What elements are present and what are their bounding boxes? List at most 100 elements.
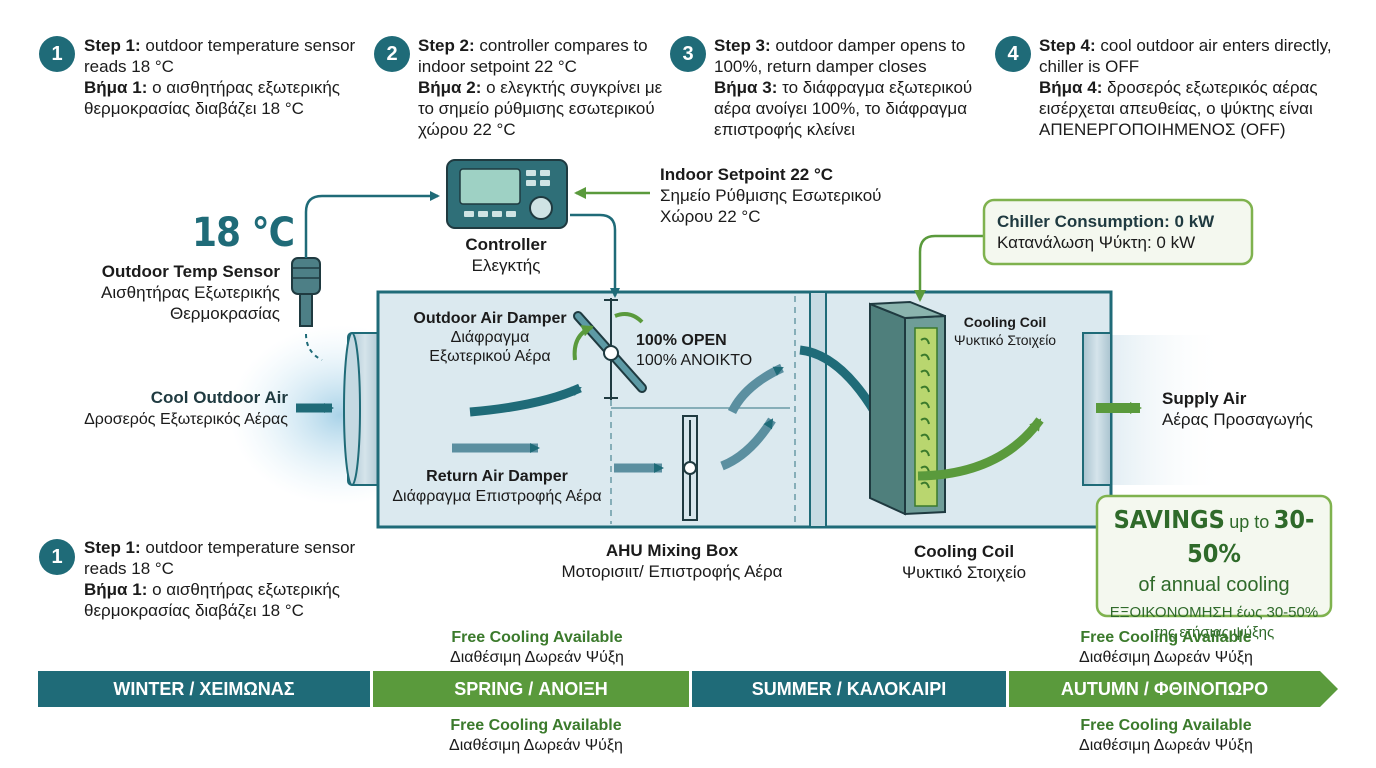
outdoor-damper-status-en: 100% OPEN [636,332,727,349]
controller-to-damper-line [570,213,620,298]
step-bottom-gr-title: Βήμα 1: [84,580,148,599]
savings-mid: up to [1229,512,1270,532]
cooling-coil-graphic [869,300,946,516]
step-1-title: Step 1: [84,36,141,55]
step-1-text: Step 1: outdoor temperature sensor reads… [84,35,374,119]
chiller-arrow [914,234,985,302]
free-cooling-autumn-bottom-gr: Διαθέσιμη Δωρεάν Ψύξη [1079,737,1253,754]
step-4-gr-title: Βήμα 4: [1039,78,1103,97]
season-spring: SPRING / ΑΝΟΙΞΗ [454,678,608,699]
outdoor-air-flow-arrow [469,383,582,417]
savings-text: SAVINGS up to 30-50% of annual cooling Ε… [1097,505,1331,642]
supply-air-label-en: Supply Air [1162,389,1247,408]
savings-box [1095,494,1333,618]
step-2-desc: controller compares to indoor setpoint 2… [418,36,648,76]
season-bg-winter [38,671,370,707]
step-3-badge: 3 [670,36,706,72]
mixing-box-label-gr: Μοτορισιιτ/ Επιστροφής Αέρα [561,562,783,581]
outdoor-air-label-en: Cool Outdoor Air [150,388,288,407]
step-2-text: Step 2: controller compares to indoor se… [418,35,670,140]
step-2-title: Step 2: [418,36,475,55]
savings-headline: SAVINGS up to 30-50% [1097,505,1331,573]
step-bottom-desc: outdoor temperature sensor reads 18 °C [84,538,356,578]
return-damper-label-en: Return Air Damper [426,468,568,485]
season-winter: WINTER / ΧΕΙΜΩΝΑΣ [113,678,295,699]
mixing-box-label-en: AHU Mixing Box [605,541,739,560]
chiller-label-gr: Κατανάλωση Ψύκτη: 0 kW [997,233,1196,252]
outdoor-damper-status: 100% OPEN 100% ΑΝΟΙΚΤΟ [636,331,796,371]
step-4-gr-desc: δροσερός εξωτερικός αέρας εισέρχεται απε… [1039,78,1318,139]
cooling-coil-inner-label-gr: Ψυκτικό Στοιχείο [953,332,1057,348]
free-cooling-spring-bottom-gr: Διαθέσιμη Δωρεάν Ψύξη [449,737,623,754]
cooling-coil-label-gr: Ψυκτικό Στοιχείο [901,563,1027,582]
savings-word: SAVINGS [1113,505,1225,534]
setpoint-label-gr: Σημείο Ρύθμισης Εσωτερικού Χώρου 22 °C [660,186,882,226]
outdoor-air-label-gr: Δροσερός Εξωτερικός Αέρας [84,411,288,428]
free-cooling-autumn-top: Free Cooling Available Διαθέσιμη Δωρεάν … [1030,628,1302,668]
step-3-gr-desc: το διάφραγμα εξωτερικού αέρα ανοίγει 100… [714,78,973,139]
setpoint-label: Indoor Setpoint 22 °C Σημείο Ρύθμισης Εσ… [660,164,920,227]
cooling-coil-inner-label: Cooling Coil Ψυκτικό Στοιχείο [946,313,1064,349]
step-3-gr-title: Βήμα 3: [714,78,778,97]
savings-line2: of annual cooling [1138,574,1290,596]
sensor-label: Outdoor Temp Sensor Αισθητήρας Εξωτερική… [40,261,280,324]
sensor-to-controller-line [304,191,440,258]
step-bottom-title: Step 1: [84,538,141,557]
step-4-text: Step 4: cool outdoor air enters directly… [1039,35,1357,140]
controller-label-en: Controller [465,235,547,254]
free-cooling-spring-top-gr: Διαθέσιμη Δωρεάν Ψύξη [450,649,624,666]
sensor-label-en: Outdoor Temp Sensor [101,262,280,281]
savings-gr2: της ετήσιας ψύξης [1153,624,1275,641]
free-cooling-spring-top-en: Free Cooling Available [451,629,623,646]
controller-graphic [446,159,568,229]
savings-gr1: ΕΞΟΙΚΟΝΟΜΗΣΗ έως 30-50% [1109,604,1319,621]
season-summer: SUMMER / ΚΑΛΟΚΑΙΡΙ [751,678,947,699]
controller-label: Controller Ελεγκτής [436,234,576,276]
step-1-desc: outdoor temperature sensor reads 18 °C [84,36,356,76]
mixed-air-arrow-2 [720,417,776,471]
cooling-coil-label: Cooling Coil Ψυκτικό Στοιχείο [880,541,1048,583]
mixing-box-label: AHU Mixing Box Μοτορισιιτ/ Επιστροφής Αέ… [540,540,804,582]
chiller-label: Chiller Consumption: 0 kW Κατανάλωση Ψύκ… [997,211,1247,253]
free-cooling-autumn-bottom-en: Free Cooling Available [1080,717,1252,734]
outdoor-damper-graphic [572,298,647,400]
setpoint-label-en: Indoor Setpoint 22 °C [660,165,834,184]
season-bg-spring [373,671,689,707]
step-2-gr-title: Βήμα 2: [418,78,482,97]
outdoor-temp-sensor-graphic [291,257,323,361]
step-4-title: Step 4: [1039,36,1096,55]
section-divider [809,291,827,528]
season-autumn: AUTUMN / ΦΘΙΝΟΠΩΡΟ [1060,678,1269,699]
coil-to-supply-arrow [917,417,1044,481]
outdoor-damper-label-en: Outdoor Air Damper [413,310,567,327]
step-3-text: Step 3: outdoor damper opens to 100%, re… [714,35,994,140]
return-damper-label: Return Air Damper Διάφραγμα Επιστροφής Α… [386,467,608,507]
step-bottom-text: Step 1: outdoor temperature sensor reads… [84,537,384,621]
outdoor-damper-label: Outdoor Air Damper Διάφραγμα Εξωτερικού … [408,309,572,366]
step-2-gr-desc: ο ελεγκτής συγκρίνει με το σημείο ρύθμισ… [418,78,663,139]
season-bg-autumn [1009,671,1338,707]
step-bottom-badge: 1 [39,539,75,575]
mixed-air-arrow-3 [727,363,784,415]
supply-air-label-gr: Αέρας Προσαγωγής [1162,410,1313,429]
step-1-gr-desc: ο αισθητήρας εξωτερικής θερμοκρασίας δια… [84,78,340,118]
return-damper-label-gr: Διάφραγμα Επιστροφής Αέρα [392,488,602,505]
free-cooling-autumn-top-en: Free Cooling Available [1080,629,1252,646]
savings-pct: 30-50% [1187,505,1315,568]
step-3-desc: outdoor damper opens to 100%, return dam… [714,36,966,76]
sensor-temp-readout: 18 °C [192,210,295,256]
step-4-desc: cool outdoor air enters directly, chille… [1039,36,1332,76]
chiller-box [982,198,1254,266]
outdoor-damper-label-gr: Διάφραγμα Εξωτερικού Αέρα [429,329,551,365]
free-cooling-spring-bottom-en: Free Cooling Available [450,717,622,734]
cooling-coil-inner-label-en: Cooling Coil [963,314,1047,330]
outdoor-damper-status-gr: 100% ΑΝΟΙΚΤΟ [636,352,753,369]
step-4-badge: 4 [995,36,1031,72]
step-2-badge: 2 [374,36,410,72]
outdoor-air-label: Cool Outdoor Air Δροσερός Εξωτερικός Αέρ… [50,387,288,430]
free-cooling-spring-top: Free Cooling Available Διαθέσιμη Δωρεάν … [401,628,673,668]
chiller-label-en: Chiller Consumption: 0 kW [997,212,1215,231]
free-cooling-spring-bottom: Free Cooling Available Διαθέσιμη Δωρεάν … [400,716,672,756]
free-cooling-autumn-top-gr: Διαθέσιμη Δωρεάν Ψύξη [1079,649,1253,666]
